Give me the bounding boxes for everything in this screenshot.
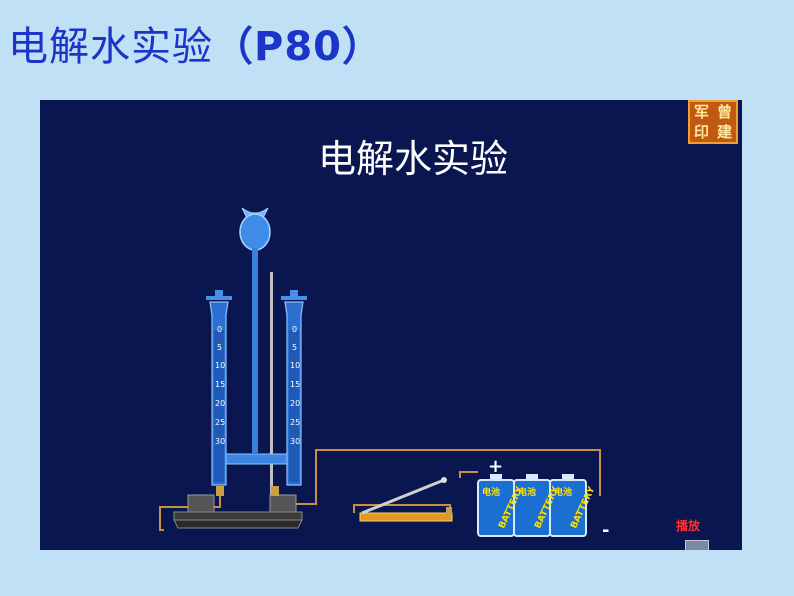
stand-rod — [270, 272, 273, 512]
svg-text:30: 30 — [290, 437, 300, 446]
battery-top-label: 电池 — [482, 486, 500, 498]
right-burette — [281, 290, 307, 486]
svg-text:0: 0 — [217, 325, 222, 334]
author-seal: 军 曾 印 建 — [688, 100, 738, 144]
negative-terminal-label: - — [602, 520, 610, 541]
svg-text:5: 5 — [217, 343, 222, 352]
svg-text:20: 20 — [290, 399, 300, 408]
svg-text:20: 20 — [215, 399, 225, 408]
positive-terminal-label: + — [488, 456, 504, 477]
svg-text:30: 30 — [215, 437, 225, 446]
svg-text:25: 25 — [215, 418, 225, 427]
seal-char: 军 — [693, 103, 709, 121]
battery-top-label: 电池 — [518, 486, 536, 498]
play-button[interactable] — [685, 540, 709, 550]
battery-top-label: 电池 — [554, 486, 572, 498]
slide-title: 电解水实验（P80） — [8, 14, 383, 72]
svg-text:0: 0 — [292, 325, 297, 334]
seal-char: 曾 — [716, 103, 732, 121]
animation-stage[interactable]: 电解水实验 军 曾 印 建 — [40, 100, 742, 550]
svg-text:25: 25 — [290, 418, 300, 427]
tube-scales: 0 5 10 15 20 25 30 0 5 10 15 20 25 30 — [215, 325, 300, 446]
apparatus-base — [173, 486, 303, 529]
svg-text:15: 15 — [290, 380, 300, 389]
battery-pack: 电池 电池 电池 BATTERY BATTERY BATTERY — [477, 474, 597, 537]
slide-title-paren: （P80） — [213, 24, 383, 70]
stage-title: 电解水实验 — [318, 137, 509, 181]
slide-title-main: 电解水实验 — [8, 24, 213, 70]
seal-char: 印 — [693, 123, 709, 141]
svg-text:10: 10 — [215, 361, 225, 370]
left-burette — [206, 290, 232, 486]
play-label[interactable]: 播放 — [676, 519, 701, 533]
reservoir-funnel — [239, 207, 271, 453]
knife-switch — [359, 477, 453, 522]
svg-text:10: 10 — [290, 361, 300, 370]
svg-text:15: 15 — [215, 380, 225, 389]
electrolysis-apparatus: 电池 电池 电池 BATTERY BATTERY BATTERY 0 5 10 … — [159, 207, 601, 537]
svg-text:5: 5 — [292, 343, 297, 352]
connecting-tube — [225, 453, 288, 465]
seal-char: 建 — [716, 123, 732, 141]
